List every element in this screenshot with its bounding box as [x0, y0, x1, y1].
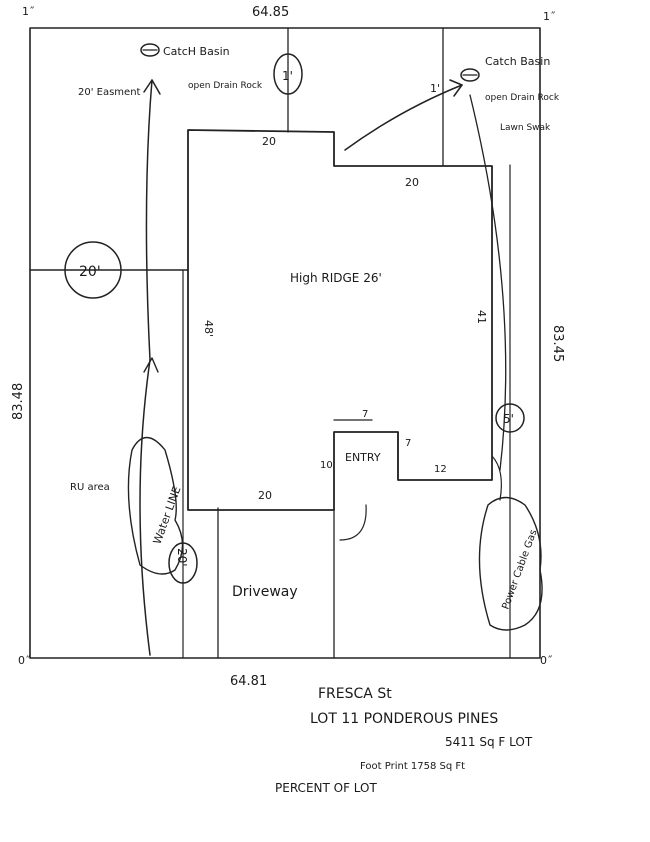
lot-left-dim: 83.48: [11, 383, 26, 420]
percent-of-lot: PERCENT OF LOT: [275, 781, 378, 795]
easement-label: 20' Easment: [78, 87, 141, 98]
setback-circle-right: [495, 403, 525, 433]
house-dim-entry-left: 10: [320, 460, 333, 471]
house-dim-entry-top: 7: [362, 409, 368, 420]
corner-top-right: 1˝: [543, 10, 556, 23]
lot-top-dim: 64.85: [252, 5, 289, 20]
footprint: Foot Print 1758 Sq Ft: [360, 761, 465, 772]
water-line-label: Water LINE: [151, 485, 184, 546]
setback-circle-left: [64, 241, 122, 299]
entry-label: ENTRY: [345, 451, 381, 464]
lot-title: LOT 11 PONDEROUS PINES: [310, 711, 498, 727]
catch-basin-left-depth: 1': [282, 69, 293, 83]
flow-right-side: [469, 94, 507, 471]
house-dim-top-left: 20: [262, 135, 276, 148]
water-line-cloud: [127, 436, 184, 575]
flow-arrow-left-head: [143, 79, 161, 95]
house-dim-bottom: 20: [258, 489, 272, 502]
driveway-label: Driveway: [232, 584, 298, 600]
catch-basin-right-note-2: Lawn Swak: [500, 123, 551, 133]
driveway-curve: [339, 504, 367, 541]
catch-basin-right-title: Catch Basin: [485, 55, 550, 68]
front-curve-right: [491, 455, 502, 501]
catch-basin-left-note: open Drain Rock: [188, 81, 263, 91]
house-dim-entry-bottom: 12: [434, 464, 447, 475]
utilities-cloud: [478, 496, 543, 631]
setback-left-value: 20': [79, 264, 101, 280]
flow-arrow-right: [344, 84, 463, 151]
house-dim-top-right: 20: [405, 176, 419, 189]
flow-arrow-right-head: [449, 79, 463, 97]
catch-depth-circle-left: [273, 53, 303, 95]
rv-area-label: RU area: [70, 482, 110, 493]
house-dim-right: 41: [475, 310, 488, 324]
setback-right-value: 5': [503, 412, 514, 426]
catch-basin-icon-right: [460, 68, 480, 82]
setback-circle-front: [168, 542, 198, 584]
street-name: FRESCA St: [318, 686, 392, 702]
catch-basin-left-title: CatcH Basin: [163, 45, 230, 58]
house-dim-left: 48': [202, 320, 215, 337]
lot-right-dim: 83.45: [550, 325, 565, 362]
corner-bottom-left: 0˝: [18, 654, 31, 667]
house-dim-entry-side: 7: [405, 438, 411, 449]
catch-basin-right-note-1: open Drain Rock: [485, 93, 560, 103]
catch-basin-right-depth: 1': [430, 82, 440, 95]
lot-bottom-dim: 64.81: [230, 674, 267, 689]
house-label: High RIDGE 26': [290, 271, 382, 285]
house-outline: [187, 129, 493, 511]
corner-top-left: 1˝: [22, 5, 35, 18]
flow-arrow-left-head2: [143, 357, 159, 373]
setback-front-value: 20': [175, 548, 189, 567]
lot-area: 5411 Sq F LOT: [445, 735, 533, 749]
corner-bottom-right: 0˝: [540, 654, 553, 667]
utilities-label: Power Cable Gas: [500, 528, 539, 611]
lot-boundary: [29, 27, 541, 659]
catch-basin-icon-left: [140, 43, 160, 57]
